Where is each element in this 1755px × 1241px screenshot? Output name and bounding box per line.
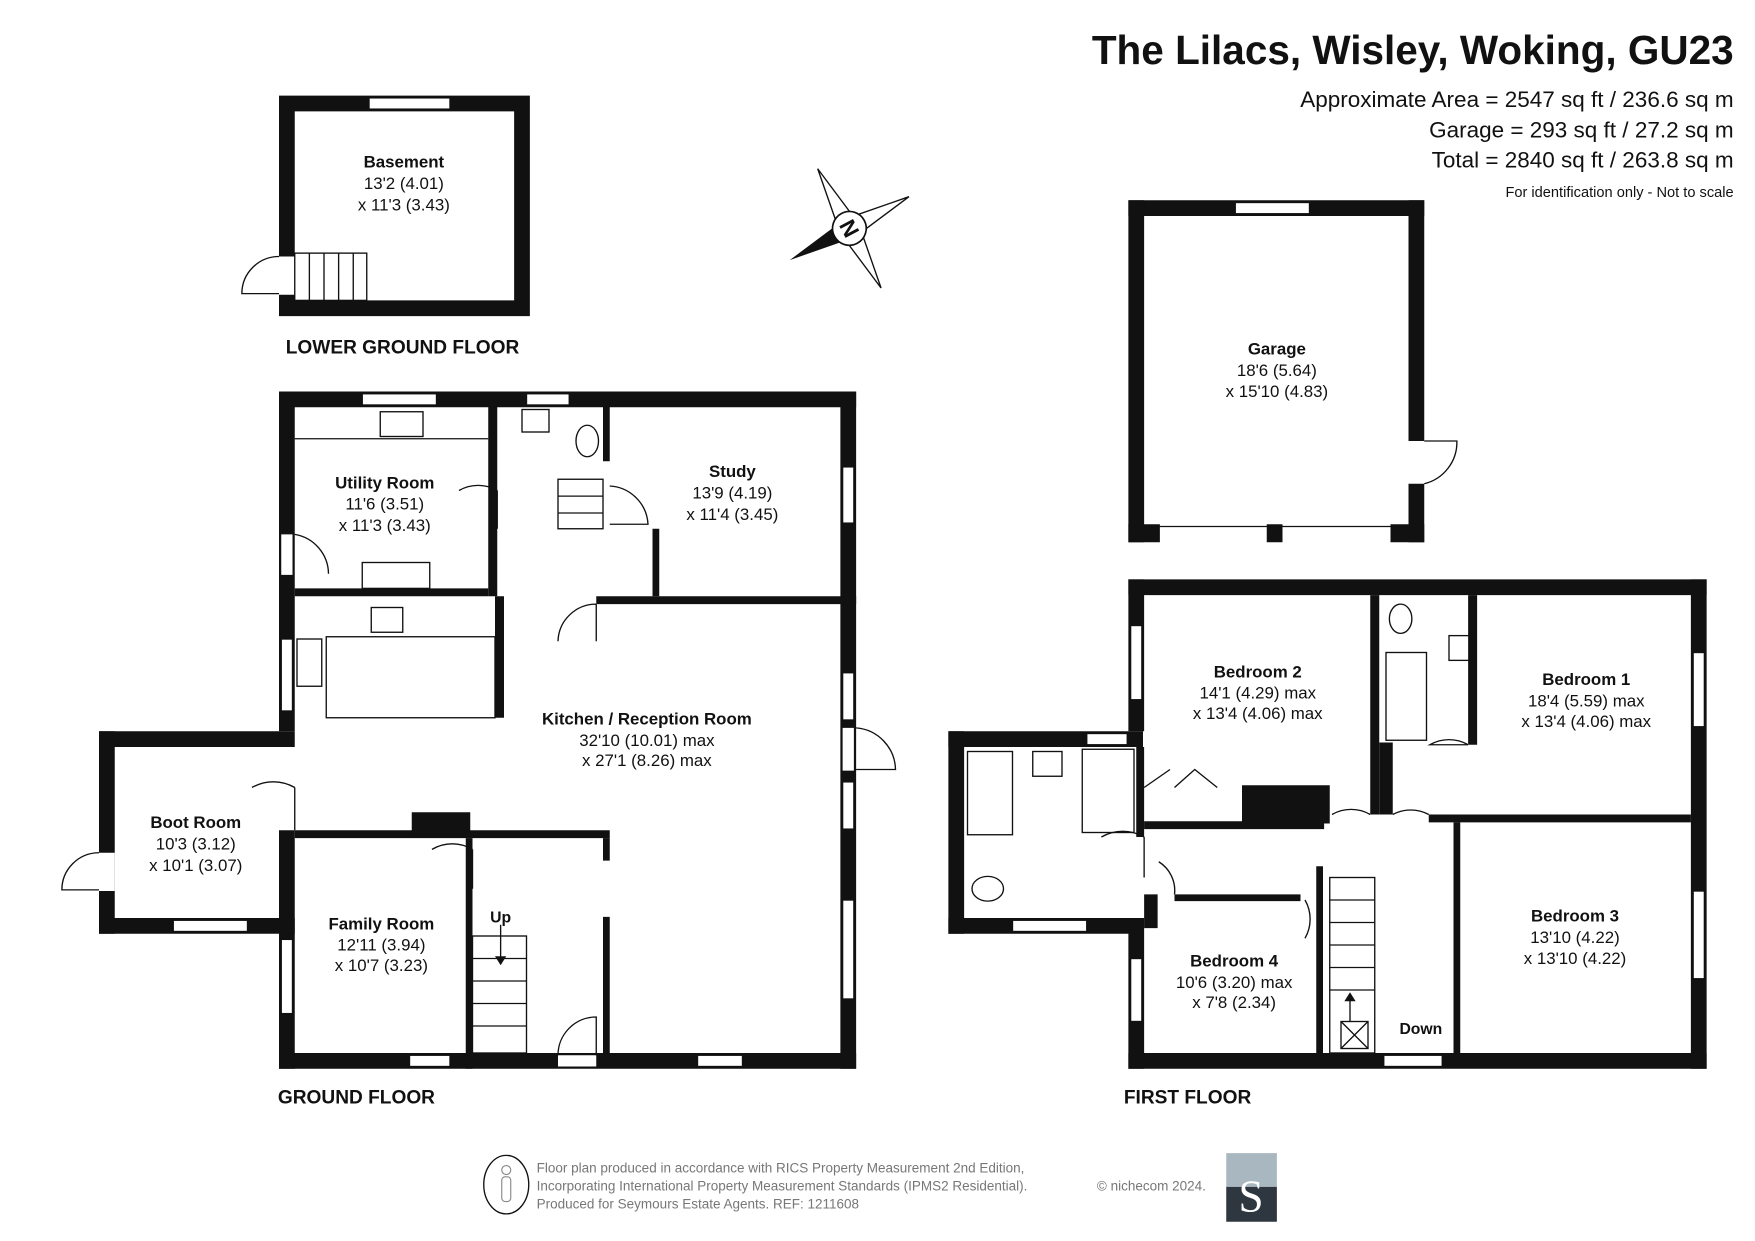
room-name: Bedroom 3: [1531, 906, 1619, 925]
first-floor-stairs: [1329, 876, 1376, 1054]
total-area: Total = 2840 sq ft / 263.8 sq m: [1432, 148, 1734, 173]
room-dimensions: 13'2 (4.01): [364, 174, 444, 193]
room-dimensions: 11'6 (3.51): [345, 495, 424, 514]
room-name: Study: [709, 462, 756, 481]
footer-line-1: Floor plan produced in accordance with R…: [537, 1160, 1025, 1175]
property-title: The Lilacs, Wisley, Woking, GU23: [1092, 27, 1734, 73]
garage-plan: Garage 18'6 (5.64) x 15'10 (4.83): [1128, 200, 1458, 543]
room-dimensions: x 13'10 (4.22): [1524, 949, 1627, 968]
floor-label: FIRST FLOOR: [1124, 1088, 1252, 1109]
stairs-down-label: Down: [1399, 1021, 1442, 1038]
garage-area: Garage = 293 sq ft / 27.2 sq m: [1429, 117, 1734, 142]
scale-note: For identification only - Not to scale: [1505, 185, 1733, 201]
room-name: Bedroom 1: [1542, 670, 1630, 689]
room-name: Boot Room: [150, 813, 241, 832]
footer-line-2: Incorporating International Property Mea…: [537, 1178, 1028, 1193]
room-name: Basement: [364, 153, 445, 172]
approximate-area: Approximate Area = 2547 sq ft / 236.6 sq…: [1300, 87, 1733, 112]
room-dimensions: 10'6 (3.20) max: [1176, 973, 1293, 992]
floor-label: GROUND FLOOR: [278, 1088, 435, 1109]
room-dimensions: 18'4 (5.59) max: [1528, 692, 1645, 711]
room-dimensions: x 13'4 (4.06) max: [1521, 712, 1651, 731]
room-dimensions: x 15'10 (4.83): [1226, 382, 1329, 401]
logo-letter: S: [1238, 1172, 1263, 1222]
first-floor-plan: Bedroom 2 14'1 (4.29) max x 13'4 (4.06) …: [948, 579, 1707, 1109]
room-name: Family Room: [328, 914, 434, 933]
room-dimensions: x 13'4 (4.06) max: [1193, 704, 1323, 723]
room-dimensions: x 10'1 (3.07): [149, 856, 242, 875]
floor-label: LOWER GROUND FLOOR: [286, 337, 520, 358]
ground-floor-plan: Utility Room 11'6 (3.51) x 11'3 (3.43) S…: [61, 391, 897, 1109]
room-name: Garage: [1248, 339, 1306, 358]
room-dimensions: 13'10 (4.22): [1530, 928, 1619, 947]
room-dimensions: x 11'3 (3.43): [339, 516, 431, 535]
room-dimensions: x 10'7 (3.23): [335, 956, 428, 975]
ground-floor-stairs: [471, 924, 528, 1054]
room-dimensions: x 11'4 (3.45): [686, 505, 778, 524]
footer: Floor plan produced in accordance with R…: [483, 1153, 1277, 1222]
seymours-logo: S: [1226, 1153, 1277, 1222]
room-name: Utility Room: [335, 473, 434, 492]
room-name: Bedroom 2: [1214, 662, 1302, 681]
room-dimensions: 14'1 (4.29) max: [1199, 684, 1316, 703]
stairs-up-label: Up: [490, 910, 511, 927]
basement-stairs: [294, 252, 368, 302]
room-dimensions: x 11'3 (3.43): [358, 195, 450, 214]
person-icon: [483, 1154, 530, 1215]
room-dimensions: x 7'8 (2.34): [1192, 993, 1276, 1012]
room-name: Kitchen / Reception Room: [542, 710, 752, 729]
room-dimensions: 32'10 (10.01) max: [579, 731, 715, 750]
footer-line-3: Produced for Seymours Estate Agents. REF…: [537, 1196, 859, 1211]
room-name: Bedroom 4: [1190, 951, 1279, 970]
compass-icon: N: [789, 168, 910, 289]
room-dimensions: x 27'1 (8.26) max: [582, 751, 712, 770]
room-dimensions: 10'3 (3.12): [156, 834, 236, 853]
room-dimensions: 12'11 (3.94): [337, 936, 425, 955]
room-dimensions: 18'6 (5.64): [1237, 361, 1317, 380]
copyright: © nichecom 2024.: [1097, 1178, 1206, 1193]
lower-ground-floor-plan: Basement 13'2 (4.01) x 11'3 (3.43) LOWER…: [241, 95, 530, 358]
room-dimensions: 13'9 (4.19): [692, 483, 772, 502]
